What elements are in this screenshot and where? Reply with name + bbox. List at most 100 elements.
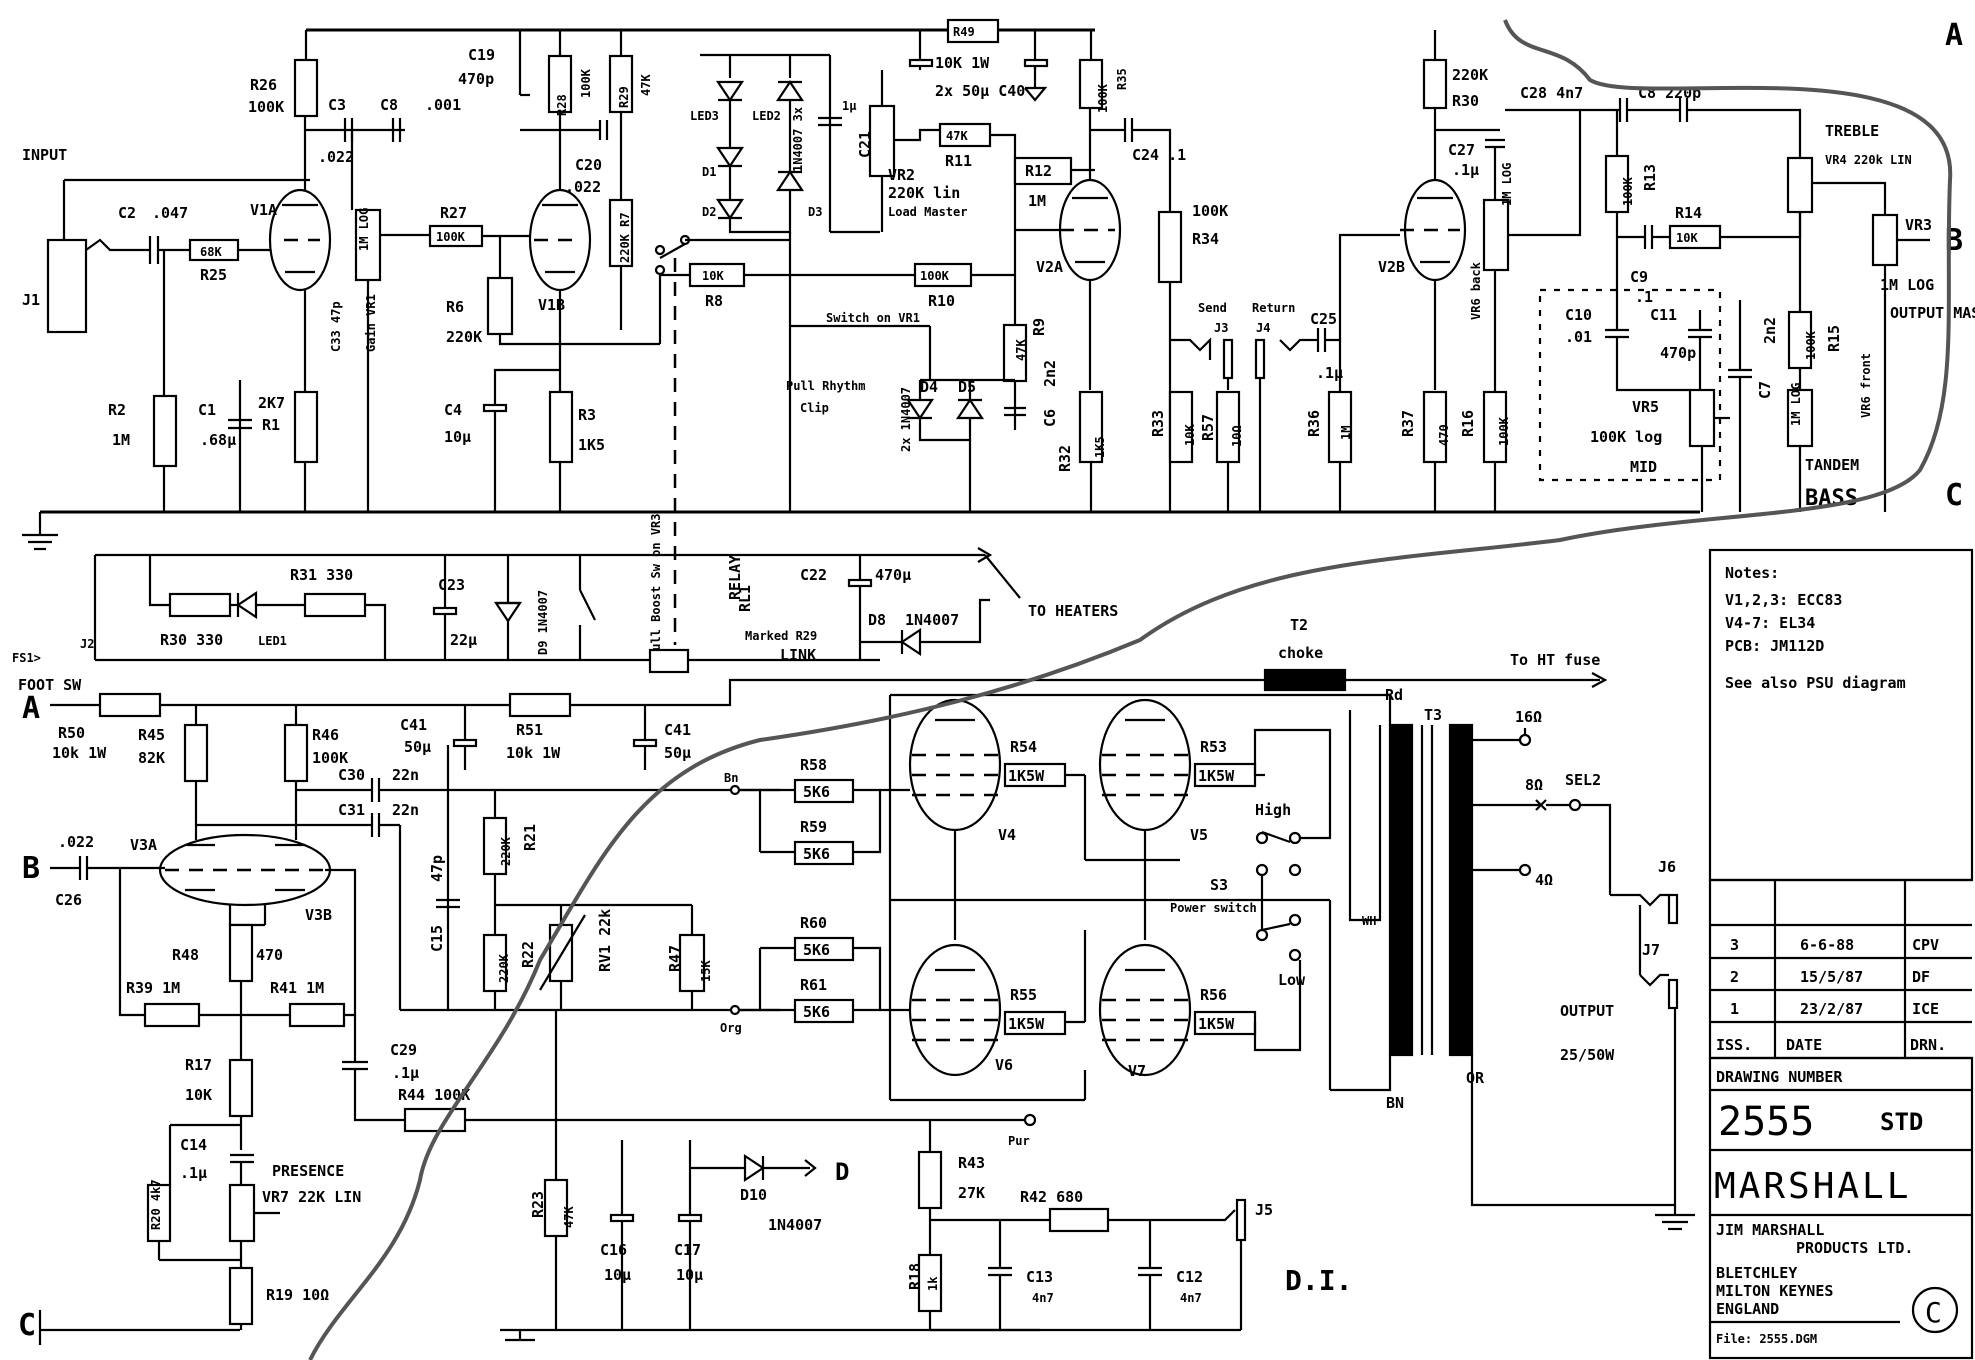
svg-text:5K6: 5K6 <box>803 1003 830 1021</box>
svg-text:10k 1W: 10k 1W <box>52 744 107 762</box>
drawing-number: 2555 <box>1718 1099 1814 1145</box>
svg-text:R17: R17 <box>185 1056 212 1074</box>
svg-text:T3: T3 <box>1424 706 1442 724</box>
svg-text:220K: 220K <box>499 836 513 866</box>
svg-text:4Ω: 4Ω <box>1535 871 1553 889</box>
svg-text:1K5W: 1K5W <box>1198 1015 1235 1033</box>
svg-text:.1µ: .1µ <box>1316 364 1343 382</box>
svg-text:VR4 220k LIN: VR4 220k LIN <box>1825 153 1912 167</box>
svg-text:470: 470 <box>1437 424 1451 446</box>
svg-text:10Ω: 10Ω <box>1230 425 1244 447</box>
resistor-R2 <box>152 394 178 468</box>
svg-text:Switch on VR1: Switch on VR1 <box>826 311 920 325</box>
R12-R9: R12 1M 47K R9 <box>1002 156 1095 430</box>
r2-value: 1M <box>112 431 130 449</box>
svg-text:V5: V5 <box>1190 826 1208 844</box>
svg-text:1K5W: 1K5W <box>1008 767 1045 785</box>
svg-text:8Ω: 8Ω <box>1525 776 1543 794</box>
drawing-variant: STD <box>1880 1108 1923 1136</box>
svg-text:T2: T2 <box>1290 616 1308 634</box>
svg-text:J3: J3 <box>1214 321 1228 335</box>
rev-3-date: 6-6-88 <box>1800 936 1854 954</box>
rev-header-iss: ISS. <box>1716 1036 1752 1054</box>
svg-text:R60: R60 <box>800 914 827 932</box>
svg-text:B: B <box>22 851 40 886</box>
r2-label: R2 <box>108 401 126 419</box>
svg-text:Pull Boost Sw on VR3: Pull Boost Sw on VR3 <box>649 514 663 659</box>
svg-text:R27: R27 <box>440 204 467 222</box>
svg-text:22µ: 22µ <box>450 631 477 649</box>
svg-text:C29: C29 <box>390 1041 417 1059</box>
svg-text:R59: R59 <box>800 818 827 836</box>
svg-text:S3: S3 <box>1210 876 1228 894</box>
svg-text:2x 50µ C40: 2x 50µ C40 <box>935 82 1025 100</box>
svg-text:10K 1W: 10K 1W <box>935 54 990 72</box>
svg-text:V7: V7 <box>1128 1062 1146 1080</box>
svg-text:C31: C31 <box>338 801 365 819</box>
svg-text:TANDEM: TANDEM <box>1805 456 1859 474</box>
svg-text:C3: C3 <box>328 96 346 114</box>
svg-text:10K: 10K <box>1183 424 1197 446</box>
svg-text:5K6: 5K6 <box>803 783 830 801</box>
svg-text:VR3: VR3 <box>1905 216 1932 234</box>
svg-text:C: C <box>18 1308 36 1343</box>
svg-text:Org: Org <box>720 1021 742 1035</box>
svg-text:1M: 1M <box>1028 192 1046 210</box>
svg-text:D8: D8 <box>868 611 886 629</box>
svg-text:16Ω: 16Ω <box>1515 708 1542 726</box>
svg-text:C4: C4 <box>444 401 462 419</box>
svg-text:Gain VR1: Gain VR1 <box>364 294 378 352</box>
c2-value: .047 <box>152 204 188 222</box>
svg-text:10K: 10K <box>185 1086 212 1104</box>
input-section: INPUT J1 C2 .047 68K R25 R2 1M <box>22 146 310 512</box>
svg-text:R18: R18 <box>906 1263 924 1290</box>
svg-text:1K5W: 1K5W <box>1008 1015 1045 1033</box>
svg-text:R35: R35 <box>1115 68 1129 90</box>
svg-text:C30: C30 <box>338 766 365 784</box>
svg-text:R43: R43 <box>958 1154 985 1172</box>
svg-text:C16: C16 <box>600 1241 627 1259</box>
svg-text:R22: R22 <box>519 941 537 968</box>
svg-text:10k 1W: 10k 1W <box>506 744 561 762</box>
caps-C3-C8: C3 .022 C8 .001 <box>305 96 461 210</box>
jack-J1 <box>46 238 88 334</box>
svg-text:VR6 front: VR6 front <box>1859 353 1873 418</box>
company-line-2: PRODUCTS LTD. <box>1796 1239 1913 1257</box>
svg-text:C13: C13 <box>1026 1268 1053 1286</box>
svg-text:220K: 220K <box>497 953 511 983</box>
brand-name: MARSHALL <box>1714 1166 1911 1207</box>
svg-text:R3: R3 <box>578 406 596 424</box>
svg-text:1µ: 1µ <box>842 99 856 113</box>
pot-VR2-load-master: VR2 220K lin Load Master 47K R11 <box>868 70 1017 275</box>
svg-text:D: D <box>835 1158 849 1186</box>
svg-text:1K5: 1K5 <box>578 436 605 454</box>
svg-text:R39 1M: R39 1M <box>126 979 180 997</box>
svg-text:D4: D4 <box>920 378 938 396</box>
svg-text:V4: V4 <box>998 826 1016 844</box>
svg-text:J5: J5 <box>1255 1201 1273 1219</box>
svg-text:100K: 100K <box>1497 416 1511 446</box>
v1a-label: V1A <box>250 201 277 219</box>
svg-text:100K: 100K <box>920 269 950 283</box>
svg-text:Bn: Bn <box>724 771 738 785</box>
svg-text:R13: R13 <box>1641 164 1659 191</box>
svg-text:D1: D1 <box>702 165 716 179</box>
svg-text:R61: R61 <box>800 976 827 994</box>
rev-header-date: DATE <box>1786 1036 1822 1054</box>
svg-text:R29: R29 <box>617 86 631 108</box>
svg-text:2n2: 2n2 <box>1041 360 1059 387</box>
rev-3-drn: CPV <box>1912 936 1939 954</box>
tube-V2B: V2B <box>1378 108 1467 390</box>
svg-text:C9: C9 <box>1630 268 1648 286</box>
svg-text:Low: Low <box>1278 971 1306 989</box>
svg-text:Clip: Clip <box>800 401 829 415</box>
svg-text:47K: 47K <box>639 74 653 96</box>
svg-text:TO HEATERS: TO HEATERS <box>1028 602 1118 620</box>
presence-network: C29 .1µ R44 100K Pur R20 4k7 C14 .1µ PRE… <box>18 1015 1037 1343</box>
svg-text:220K: 220K <box>1452 66 1488 84</box>
svg-text:R56: R56 <box>1200 986 1227 1004</box>
svg-text:22n: 22n <box>392 801 419 819</box>
svg-text:R34: R34 <box>1192 230 1219 248</box>
